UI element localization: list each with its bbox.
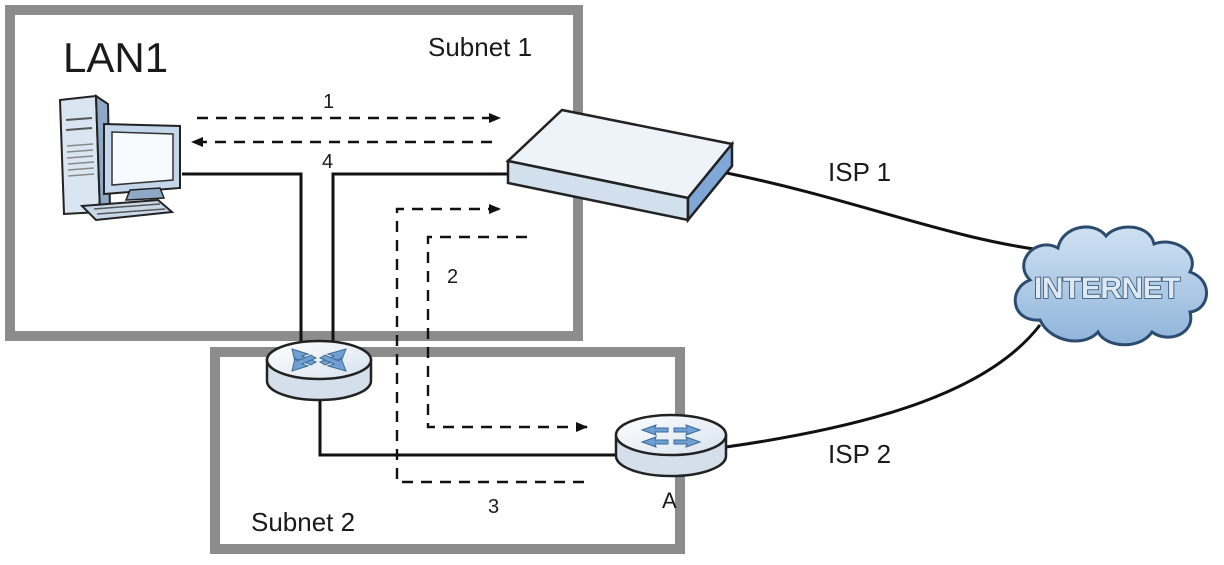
internet-cloud-icon: INTERNET — [1013, 225, 1208, 347]
isp1-link — [721, 170, 1057, 254]
subnet1-label: Subnet 1 — [428, 32, 532, 62]
switch-to-router-a-cable — [318, 395, 617, 457]
isp2-label: ISP 2 — [828, 439, 891, 469]
lan-title: LAN1 — [63, 34, 168, 81]
step-label-3: 3 — [488, 496, 499, 518]
internet-label: INTERNET — [1034, 272, 1180, 305]
isp2-link — [725, 324, 1042, 449]
isp1-label: ISP 1 — [828, 157, 891, 187]
subnet2-label: Subnet 2 — [251, 507, 355, 537]
path-3-route — [395, 204, 584, 484]
step-label-2: 2 — [447, 266, 458, 288]
router-a-icon — [614, 413, 728, 478]
step-label-1: 1 — [323, 91, 334, 113]
step-label-4: 4 — [322, 151, 333, 173]
switch-to-gateway-cable — [331, 172, 512, 350]
cabling — [182, 172, 617, 457]
router-a-label: A — [662, 488, 677, 513]
pc-to-switch-cable — [182, 172, 303, 350]
subnet2-zone — [210, 347, 685, 554]
desktop-computer-icon — [58, 94, 181, 222]
switch-icon — [265, 339, 373, 402]
path-2-route — [426, 235, 588, 432]
gateway-device-icon — [505, 108, 735, 224]
traffic-paths — [191, 113, 588, 484]
